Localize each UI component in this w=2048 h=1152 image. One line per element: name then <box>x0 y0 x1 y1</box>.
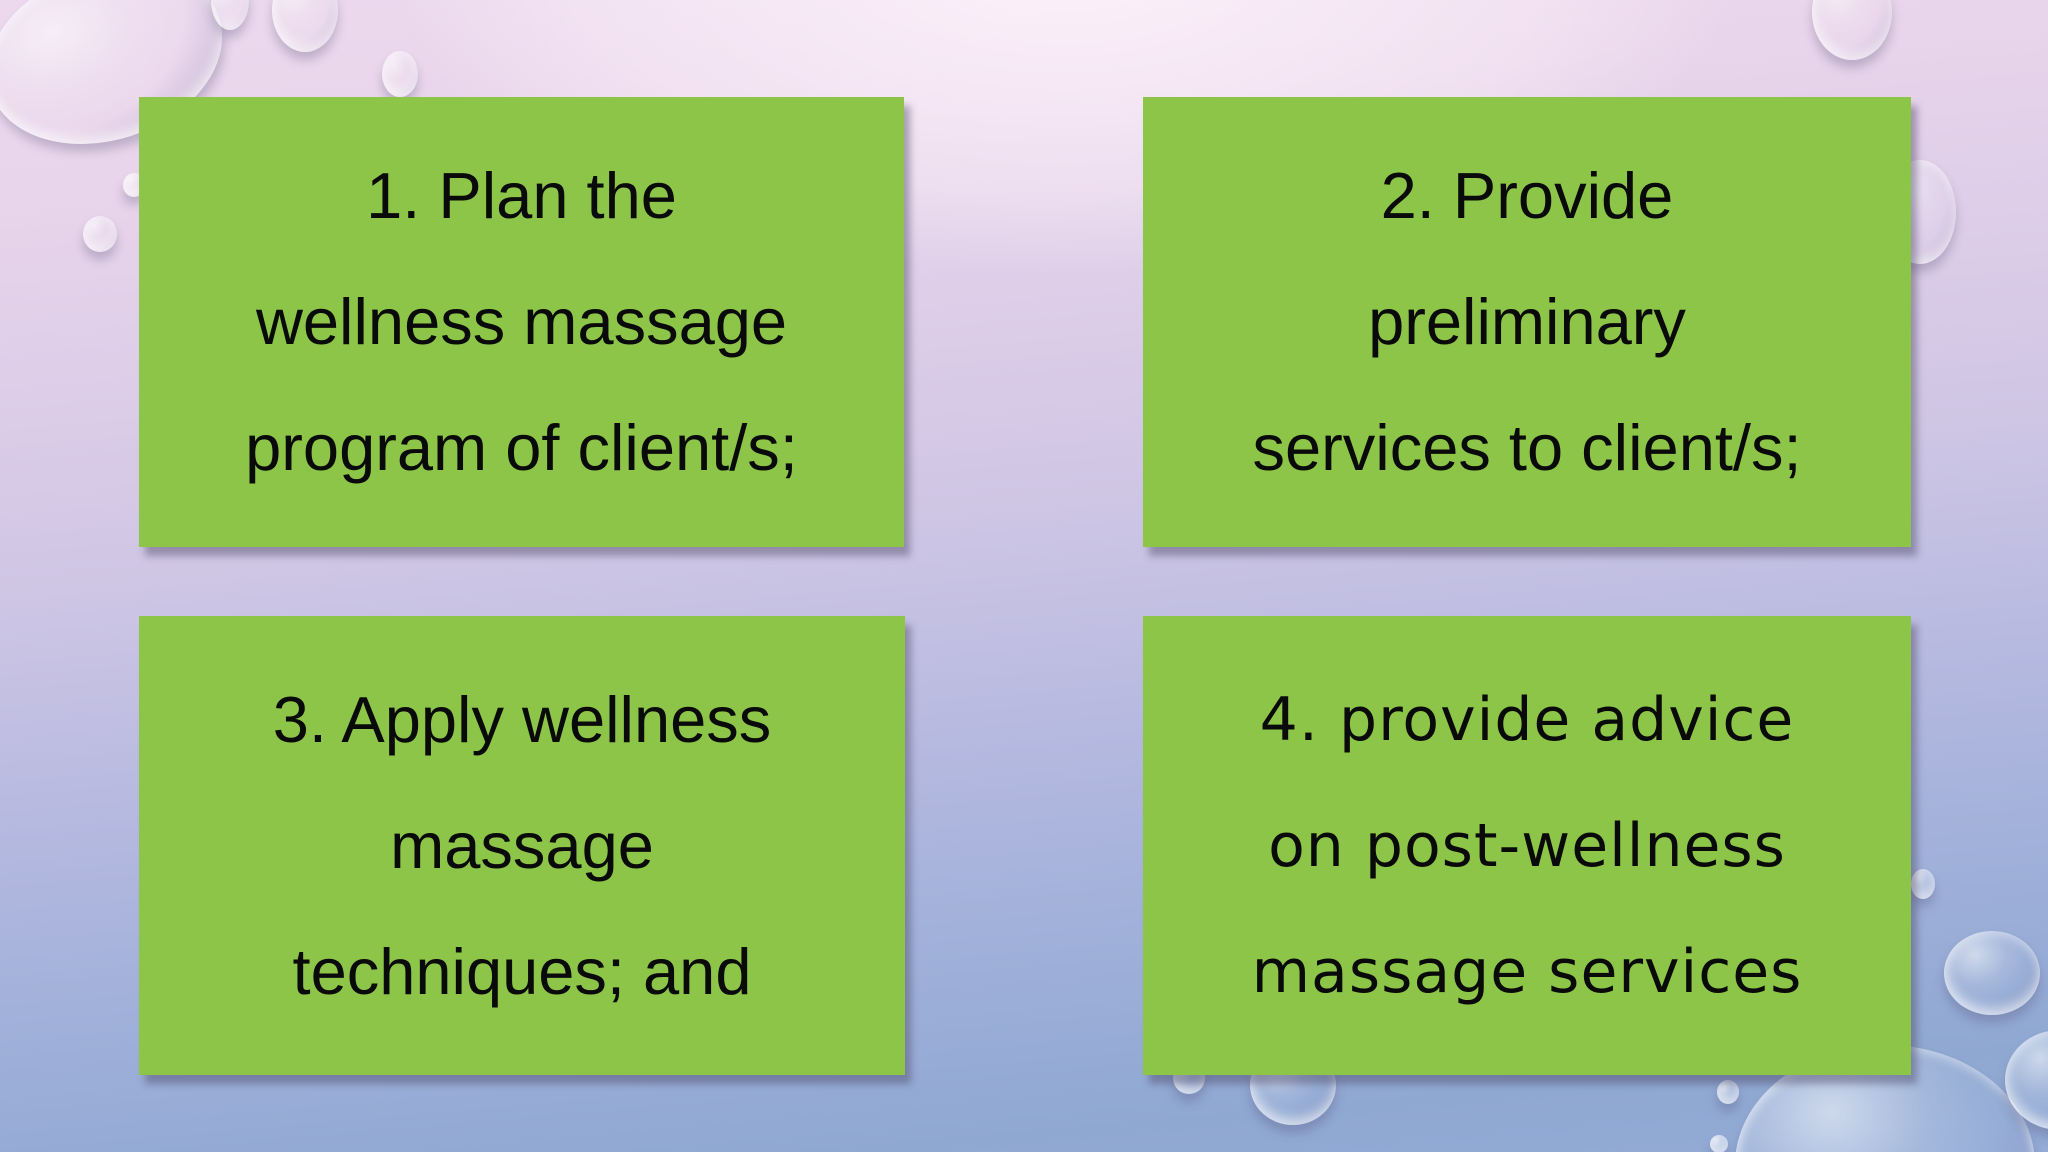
objective-3-line-1: 3. Apply wellness <box>272 682 772 756</box>
objective-2-line-2: preliminary <box>1368 285 1686 358</box>
water-droplet <box>272 0 338 52</box>
objective-4-line-1: 4. provide advice <box>1259 684 1795 755</box>
water-droplet <box>1944 931 2040 1015</box>
objective-4-line-3: massage services <box>1251 936 1803 1007</box>
objective-2-line-1: 2. Provide <box>1380 159 1674 232</box>
objective-1-line-3: program of client/s; <box>245 411 798 484</box>
objective-box-2: 2. Provide preliminary services to clien… <box>1143 97 1911 547</box>
objective-box-1: 1. Plan the wellness massage program of … <box>139 97 904 547</box>
objective-4-line-2: on post-wellness <box>1268 810 1786 881</box>
water-droplet <box>83 216 117 252</box>
objective-3-line-3: techniques; and <box>292 934 752 1008</box>
water-droplet <box>382 51 418 97</box>
water-droplet <box>1812 0 1892 60</box>
objective-box-3: 3. Apply wellness massage techniques; an… <box>139 616 905 1075</box>
objective-2-line-3: services to client/s; <box>1252 411 1802 484</box>
objective-3-line-2: massage <box>390 808 654 882</box>
objective-1-line-2: wellness massage <box>255 285 788 358</box>
objective-box-4: 4. provide advice on post-wellness massa… <box>1143 616 1911 1075</box>
objective-1-line-1: 1. Plan the <box>366 159 677 232</box>
water-droplet <box>1717 1080 1739 1104</box>
water-droplet <box>1911 869 1935 899</box>
water-droplet <box>1710 1135 1728 1152</box>
